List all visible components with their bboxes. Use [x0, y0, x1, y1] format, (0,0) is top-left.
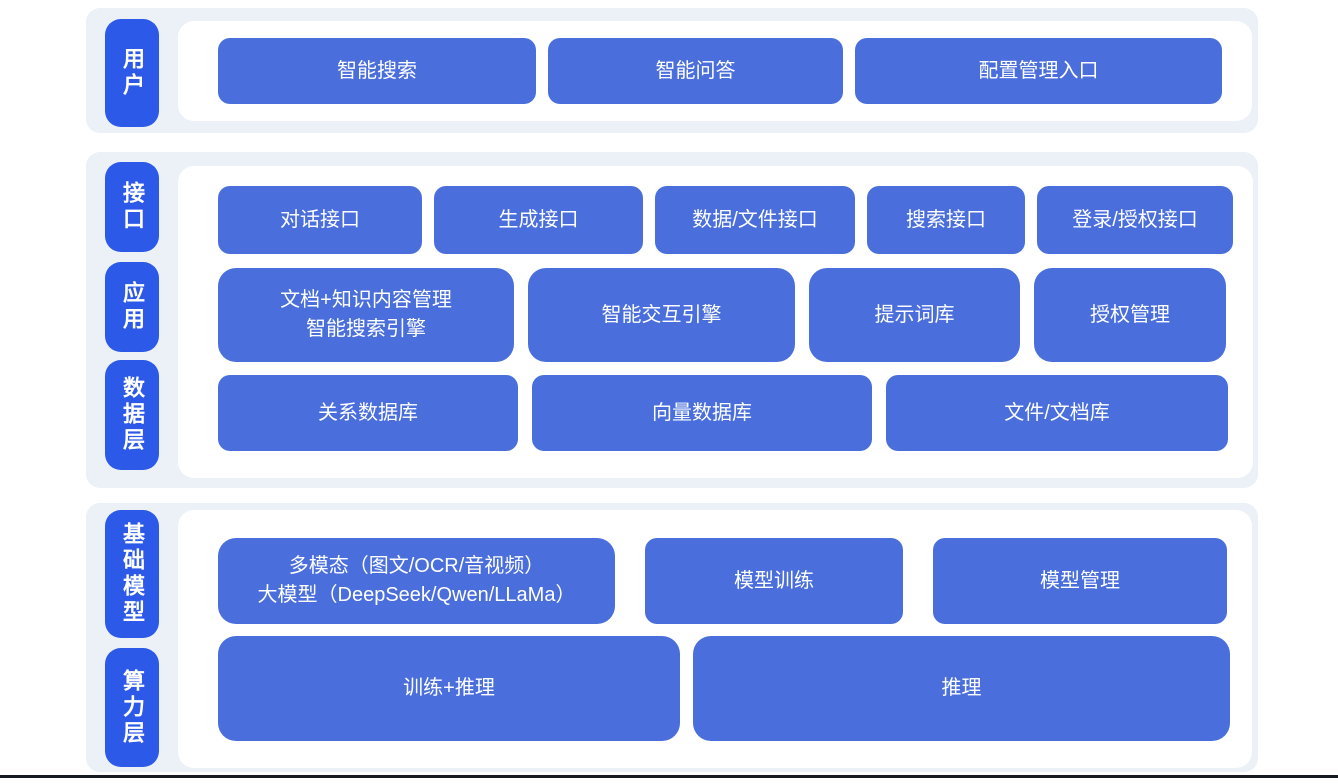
- node-dialog-api: 对话接口: [218, 186, 422, 254]
- user-node-row: 智能搜索 智能问答 配置管理入口: [218, 38, 1222, 104]
- layer-label-interface: 接口: [105, 162, 159, 252]
- middle-layers-panel: 接口 应用 数据层 对话接口 生成接口 数据/文件接口 搜索接口 登录/授权接口…: [86, 152, 1258, 488]
- user-layer-card: 智能搜索 智能问答 配置管理入口: [178, 21, 1252, 121]
- node-multimodal-large-model: 多模态（图文/OCR/音视频） 大模型（DeepSeek/Qwen/LLaMa）: [218, 538, 615, 624]
- layer-label-compute: 算力层: [105, 648, 159, 767]
- node-data-file-api: 数据/文件接口: [655, 186, 855, 254]
- node-interaction-engine: 智能交互引擎: [528, 268, 795, 362]
- node-auth-management: 授权管理: [1034, 268, 1226, 362]
- foundation-layers-label-column: 基础模型 算力层: [86, 503, 178, 772]
- middle-layers-label-column: 接口 应用 数据层: [86, 152, 178, 488]
- middle-layers-card: 对话接口 生成接口 数据/文件接口 搜索接口 登录/授权接口 文档+知识内容管理…: [178, 166, 1253, 478]
- interface-node-row: 对话接口 生成接口 数据/文件接口 搜索接口 登录/授权接口: [218, 186, 1233, 254]
- node-generation-api: 生成接口: [434, 186, 643, 254]
- layer-label-foundation-model: 基础模型: [105, 510, 159, 638]
- node-file-document-store: 文件/文档库: [886, 375, 1228, 451]
- bottom-rule: [0, 775, 1338, 778]
- user-layer-panel: 用户 智能搜索 智能问答 配置管理入口: [86, 8, 1258, 133]
- node-intelligent-search: 智能搜索: [218, 38, 536, 104]
- node-vector-database: 向量数据库: [532, 375, 872, 451]
- node-model-training: 模型训练: [645, 538, 903, 624]
- node-login-auth-api: 登录/授权接口: [1037, 186, 1233, 254]
- node-config-management-entry: 配置管理入口: [855, 38, 1222, 104]
- node-relational-database: 关系数据库: [218, 375, 518, 451]
- layer-label-data: 数据层: [105, 360, 159, 470]
- node-inference: 推理: [693, 636, 1230, 741]
- node-training-plus-inference: 训练+推理: [218, 636, 680, 741]
- node-prompt-library: 提示词库: [809, 268, 1020, 362]
- node-doc-knowledge-search-engine: 文档+知识内容管理 智能搜索引擎: [218, 268, 514, 362]
- layer-label-application: 应用: [105, 262, 159, 352]
- compute-node-row: 训练+推理 推理: [218, 636, 1232, 741]
- node-model-management: 模型管理: [933, 538, 1227, 624]
- application-node-row: 文档+知识内容管理 智能搜索引擎 智能交互引擎 提示词库 授权管理: [218, 268, 1233, 362]
- node-intelligent-qa: 智能问答: [548, 38, 843, 104]
- foundation-layers-card: 多模态（图文/OCR/音视频） 大模型（DeepSeek/Qwen/LLaMa）…: [178, 510, 1252, 768]
- model-node-row: 多模态（图文/OCR/音视频） 大模型（DeepSeek/Qwen/LLaMa）…: [218, 538, 1232, 624]
- user-layer-label-column: 用户: [86, 8, 178, 133]
- foundation-layers-panel: 基础模型 算力层 多模态（图文/OCR/音视频） 大模型（DeepSeek/Qw…: [86, 503, 1258, 772]
- node-search-api: 搜索接口: [867, 186, 1025, 254]
- layer-label-user: 用户: [105, 19, 159, 127]
- data-node-row: 关系数据库 向量数据库 文件/文档库: [218, 375, 1233, 451]
